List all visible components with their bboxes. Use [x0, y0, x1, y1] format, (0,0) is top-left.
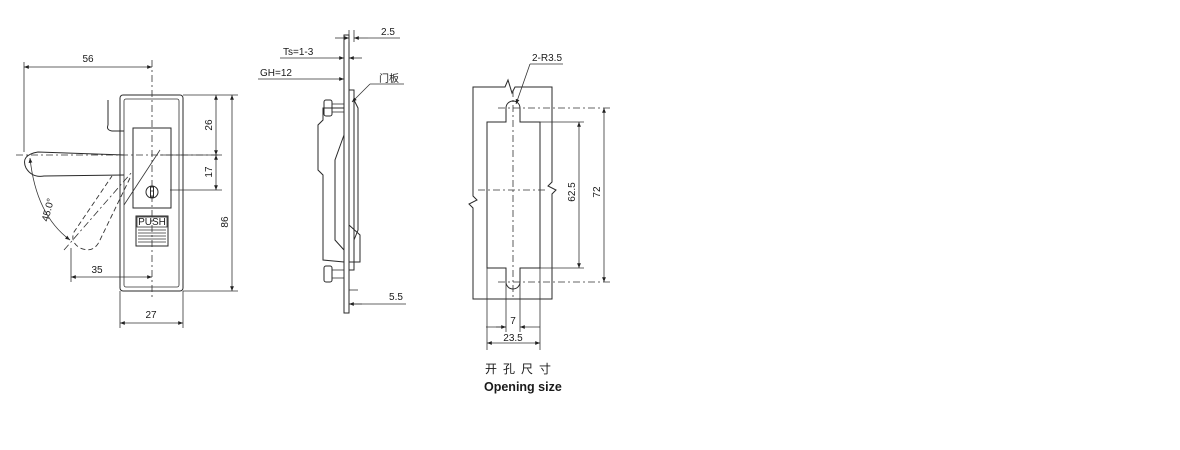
caption-en: Opening size [484, 380, 562, 394]
dim-62-5: 62.5 [567, 182, 578, 202]
panel-label: 门板 [379, 72, 399, 85]
dim-17: 17 [204, 166, 215, 178]
push-label: PUSH [138, 217, 166, 228]
dim-7: 7 [510, 316, 516, 327]
dim-26: 26 [204, 119, 215, 131]
dim-72: 72 [592, 186, 603, 198]
ts-label: Ts=1-3 [283, 47, 314, 58]
side-view: 2.5 Ts=1-3 GH=12 门板 5.5 [258, 27, 406, 314]
dim-86: 86 [220, 216, 231, 228]
dim-56: 56 [82, 54, 94, 65]
radius-label: 2-R3.5 [532, 53, 562, 64]
cutout-view: 2-R3.5 62.5 72 7 23.5 开孔尺寸 Opening size [468, 53, 610, 394]
gh-label: GH=12 [260, 68, 292, 79]
angle-label: 45.0° [40, 197, 57, 223]
dim-23-5: 23.5 [503, 333, 523, 344]
dim-5-5: 5.5 [389, 292, 403, 303]
dim-27: 27 [145, 310, 157, 321]
front-view: PUSH 45.0° 56 26 17 86 35 [16, 54, 238, 328]
caption-cn: 开孔尺寸 [485, 362, 557, 376]
dim-35: 35 [91, 265, 103, 276]
dim-2-5: 2.5 [381, 27, 395, 38]
